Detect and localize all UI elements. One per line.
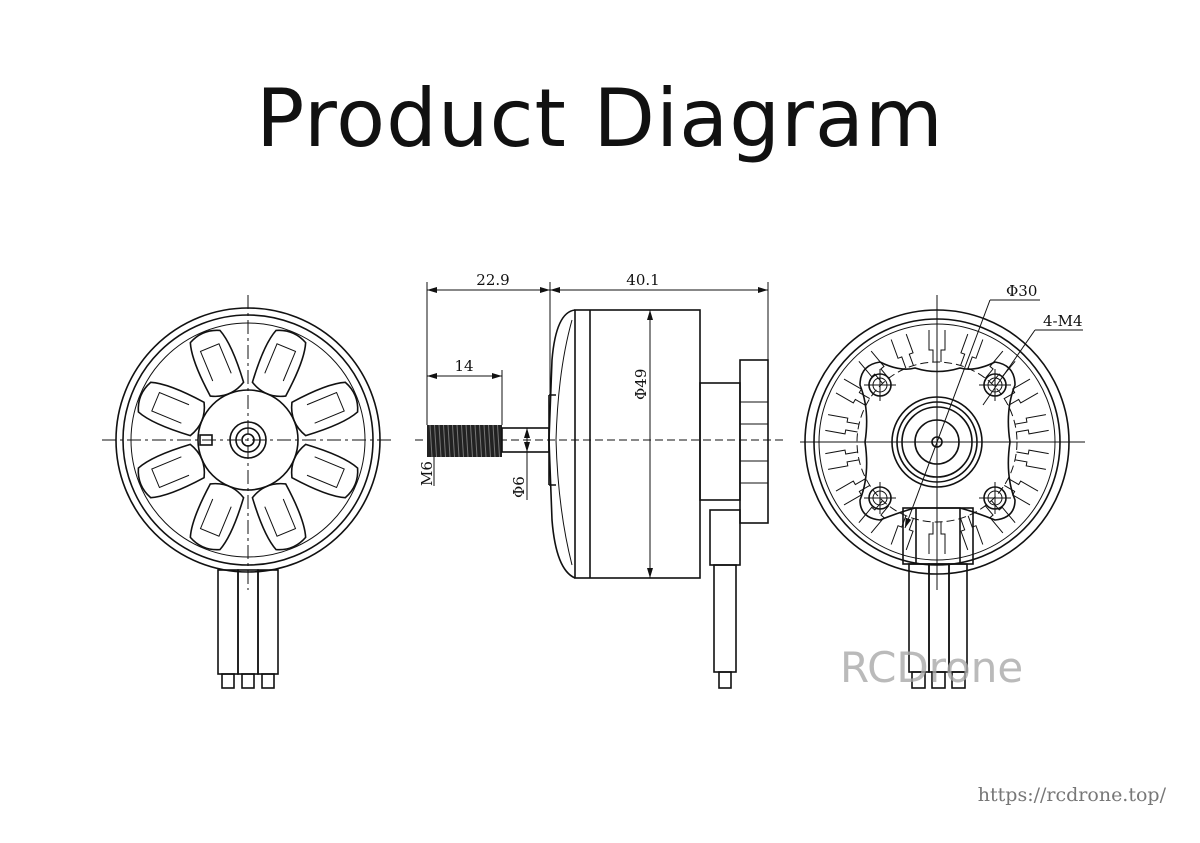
dim-mount-circle: Φ30 (1006, 282, 1037, 300)
rotor-blade (189, 482, 245, 551)
stator-tooth (890, 333, 914, 369)
rotor-blade (251, 329, 307, 398)
stator-tooth (835, 378, 870, 406)
dim-shaft-extension: 22.9 (476, 271, 509, 289)
stator-tooth (825, 414, 859, 435)
stator-tooth (960, 515, 984, 551)
stator-tooth (1015, 414, 1049, 435)
front-view-wires (217, 569, 279, 689)
stator-tooth (928, 522, 946, 554)
watermark: RCDrone (840, 643, 1023, 692)
rotor-blade (189, 329, 245, 398)
side-view: 22.9 40.1 14 M6 Φ6 Φ49 (415, 271, 785, 689)
stator-tooth (928, 330, 946, 362)
front-view (102, 295, 395, 689)
stator-tooth (1015, 449, 1049, 470)
site-url[interactable]: https://rcdrone.top/ (977, 784, 1166, 806)
rotor-blade (251, 482, 307, 551)
dim-body-length: 40.1 (626, 271, 659, 289)
rotor-blade (290, 381, 359, 437)
stator-tooth (960, 333, 984, 369)
rotor-blade (137, 443, 206, 499)
dim-shaft-diameter: Φ6 (510, 476, 528, 498)
stator-tooth (825, 449, 859, 470)
page-title: Product Diagram (256, 72, 944, 165)
dim-body-diameter: Φ49 (632, 369, 650, 400)
stator-tooth (858, 350, 890, 384)
dim-mount-holes: 4-M4 (1043, 312, 1083, 330)
stator-tooth (890, 515, 914, 551)
rear-view: Φ30 4-M4 (800, 282, 1085, 689)
dim-thread-size: M6 (418, 461, 436, 486)
rotor-blade (290, 443, 359, 499)
rotor-blade (137, 381, 206, 437)
stator-tooth (1004, 478, 1039, 506)
dim-thread-length: 14 (454, 357, 473, 375)
